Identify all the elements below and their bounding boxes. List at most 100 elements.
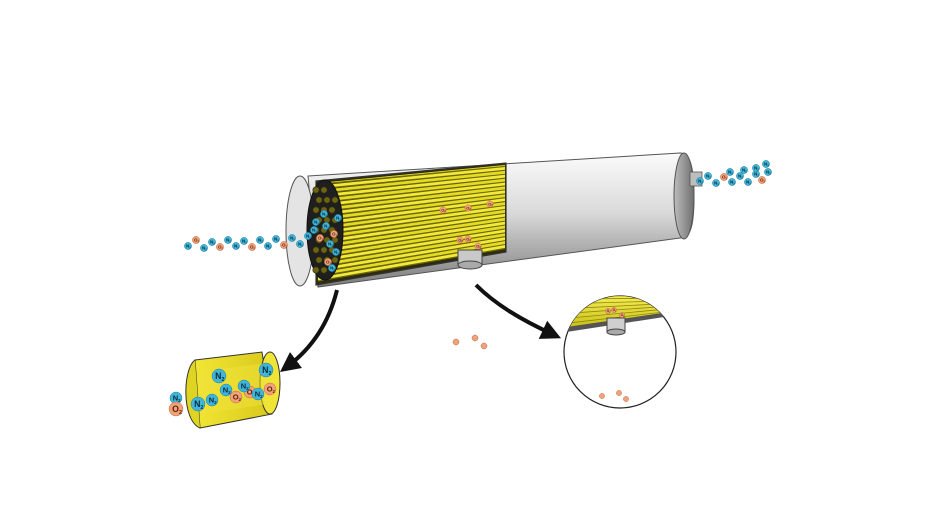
o2-molecule <box>616 390 622 396</box>
svg-text:N2: N2 <box>186 244 191 250</box>
n2-molecule: N2 <box>752 164 760 172</box>
n2-molecule: N2 <box>184 242 192 250</box>
molecule-subscript: 2 <box>286 244 288 248</box>
svg-text:N2: N2 <box>209 396 217 406</box>
o2-molecule: O2 <box>248 243 256 251</box>
permeate-oxygen <box>452 334 488 350</box>
molecule-subscript: 2 <box>609 312 610 314</box>
molecule-symbol: N <box>698 179 701 184</box>
molecule-subscript: 2 <box>179 410 182 416</box>
molecule-subscript: 2 <box>444 210 446 213</box>
molecule-subscript: 2 <box>767 163 769 167</box>
molecule-subscript: 2 <box>731 171 733 175</box>
svg-text:O2: O2 <box>218 245 224 251</box>
svg-text:O2: O2 <box>332 232 338 238</box>
molecule-subscript: 2 <box>749 181 751 185</box>
svg-text:N2: N2 <box>242 239 247 245</box>
svg-text:O2: O2 <box>458 237 463 243</box>
svg-text:O2: O2 <box>441 207 446 213</box>
molecule-symbol: N <box>202 246 205 251</box>
molecule-symbol: N <box>754 172 757 177</box>
svg-text:O2: O2 <box>488 201 493 207</box>
molecule-symbol: O <box>722 175 726 180</box>
o2-molecule: O2 <box>720 173 728 181</box>
molecule-symbol: N <box>173 394 178 403</box>
molecule-symbol: N <box>312 228 315 233</box>
n2-molecule: N2 <box>200 244 208 252</box>
svg-text:N2: N2 <box>312 228 317 234</box>
svg-text:N2: N2 <box>330 266 335 272</box>
o2-molecule: O2 <box>464 235 472 243</box>
molecule-subscript: 2 <box>239 397 242 402</box>
n2-molecule: N2 <box>322 222 330 230</box>
n2-molecule: N2 <box>332 248 340 256</box>
molecule-symbol: N <box>215 371 221 381</box>
o2-molecule: O2 <box>474 242 482 250</box>
molecule-symbol: N <box>330 266 333 271</box>
molecule-subscript: 2 <box>245 240 247 244</box>
n2-molecule: N2 <box>288 234 296 242</box>
n2-molecule: N2 <box>237 379 251 393</box>
n2-molecule: N2 <box>304 232 312 240</box>
svg-text:N2: N2 <box>314 220 319 226</box>
molecule-symbol: O <box>318 236 322 241</box>
n2-molecule: N2 <box>704 172 712 180</box>
svg-text:N2: N2 <box>714 181 719 187</box>
molecule-subscript: 2 <box>733 181 735 185</box>
molecule-symbol: O <box>441 207 444 212</box>
n2-molecule: N2 <box>224 236 232 244</box>
molecule-symbol: N <box>322 212 325 217</box>
o2-molecule: O2 <box>758 176 766 184</box>
svg-text:N2: N2 <box>226 238 231 244</box>
molecule-symbol: N <box>306 234 309 239</box>
molecule-subscript: 2 <box>200 405 203 411</box>
n2-molecule: N2 <box>256 236 264 244</box>
o2-molecule: O2 <box>229 390 243 404</box>
molecule-symbol: N <box>730 180 733 185</box>
n2-molecule: N2 <box>712 179 720 187</box>
n2-molecule: N2 <box>736 172 744 180</box>
molecule-symbol: N <box>241 382 246 391</box>
n2-molecule: N2 <box>296 240 304 248</box>
molecule-symbol: N <box>766 170 769 175</box>
o2-molecule: O2 <box>168 401 184 417</box>
o2-molecule: O2 <box>611 307 617 313</box>
molecule-symbol: N <box>334 250 337 255</box>
hollow-fiber-detail: N2N2N2N2O2N2O2O2N2O2N2N2 <box>168 351 281 429</box>
molecule-subscript: 2 <box>717 182 719 186</box>
molecule-symbol: N <box>738 174 741 179</box>
o2-molecule: O2 <box>605 308 611 314</box>
molecule-symbol: N <box>314 220 317 225</box>
n2-molecule: N2 <box>320 210 328 218</box>
molecule-subscript: 2 <box>189 245 191 249</box>
molecule-subscript: 2 <box>213 241 215 245</box>
molecule-subscript: 2 <box>764 179 766 183</box>
svg-text:N2: N2 <box>764 162 769 168</box>
svg-text:N2: N2 <box>746 180 751 186</box>
molecule-symbol: O <box>233 393 239 402</box>
o2-molecule: O2 <box>192 236 200 244</box>
molecule-subscript: 2 <box>317 221 319 225</box>
svg-text:O2: O2 <box>194 238 200 244</box>
svg-text:O2: O2 <box>282 243 288 249</box>
module-end-cap <box>673 152 695 240</box>
molecule-subscript: 2 <box>491 204 493 207</box>
molecule-subscript: 2 <box>745 169 747 173</box>
molecule-symbol: N <box>242 239 245 244</box>
n2-molecule: N2 <box>312 218 320 226</box>
molecule-subscript: 2 <box>261 239 263 243</box>
molecule-symbol: N <box>186 244 189 249</box>
o2-molecule: O2 <box>324 258 332 266</box>
n2-molecule: N2 <box>251 387 265 401</box>
molecule-subscript: 2 <box>315 229 317 233</box>
svg-text:N2: N2 <box>706 174 711 180</box>
molecule-symbol: N <box>328 242 331 247</box>
molecule-symbol: N <box>210 240 213 245</box>
molecule-subscript: 2 <box>228 390 231 395</box>
svg-text:O2: O2 <box>621 313 625 318</box>
molecule-subscript: 2 <box>178 398 181 403</box>
molecule-symbol: N <box>258 238 261 243</box>
svg-text:N2: N2 <box>324 224 329 230</box>
molecule-symbol: O <box>466 205 469 210</box>
